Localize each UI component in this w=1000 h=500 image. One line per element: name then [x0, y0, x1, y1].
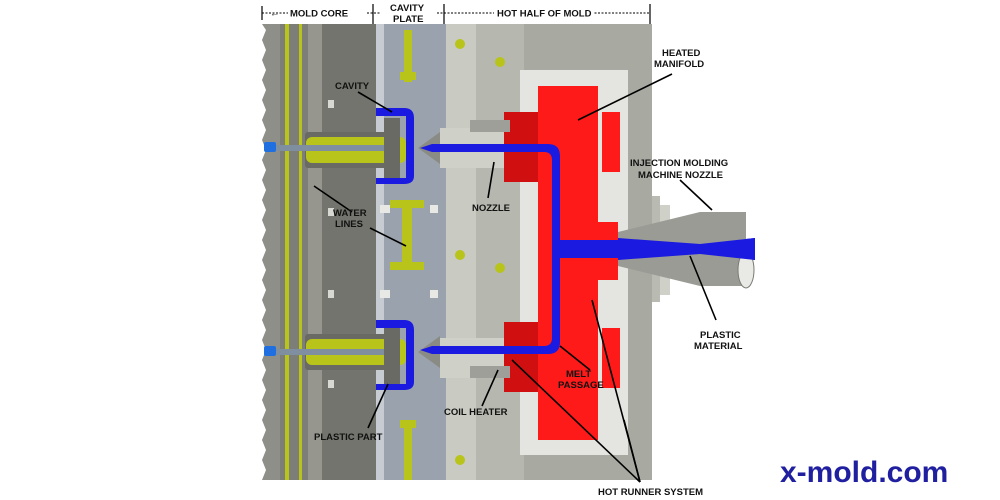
header-hot-half: HOT HALF OF MOLD [497, 9, 592, 20]
label-coil-heater: COIL HEATER [444, 407, 508, 418]
leader-lines [313, 73, 717, 483]
injection-machine-nozzle [618, 212, 755, 289]
brand-logo-text: x-mold.com [780, 456, 948, 489]
label-water-lines-line2: LINES [335, 219, 363, 230]
label-heated-manifold-line2: MANIFOLD [654, 59, 704, 70]
header-cavity-plate-line2: PLATE [393, 14, 423, 25]
label-melt-passage-line1: MELT [566, 369, 591, 380]
plastic-part [264, 108, 414, 390]
label-melt-passage-line2: PASSAGE [558, 380, 604, 391]
cavity-plate [376, 24, 446, 480]
label-cavity: CAVITY [335, 81, 370, 92]
label-nozzle: NOZZLE [472, 203, 510, 214]
label-injection-nozzle-line2: MACHINE NOZZLE [638, 170, 723, 181]
label-injection-nozzle-line1: INJECTION MOLDING [630, 158, 728, 169]
callout-labels: CAVITY WATER LINES NOZZLE HEATED MANIFOL… [314, 48, 743, 498]
label-water-lines-line1: WATER [333, 208, 367, 219]
header-mold-core: MOLD CORE [290, 9, 348, 20]
label-hot-runner-system: HOT RUNNER SYSTEM [598, 487, 703, 498]
label-heated-manifold-line1: HEATED [662, 48, 700, 59]
label-plastic-material-line1: PLASTIC [700, 330, 741, 341]
section-headers: ← MOLD CORE CAVITY PLATE HOT HALF OF MOL… [261, 3, 651, 25]
water-lines [276, 118, 406, 384]
arrow-left-icon: ← [270, 9, 280, 20]
header-cavity-plate-line1: CAVITY [390, 3, 425, 14]
label-plastic-part: PLASTIC PART [314, 432, 383, 443]
label-plastic-material-line2: MATERIAL [694, 341, 743, 352]
